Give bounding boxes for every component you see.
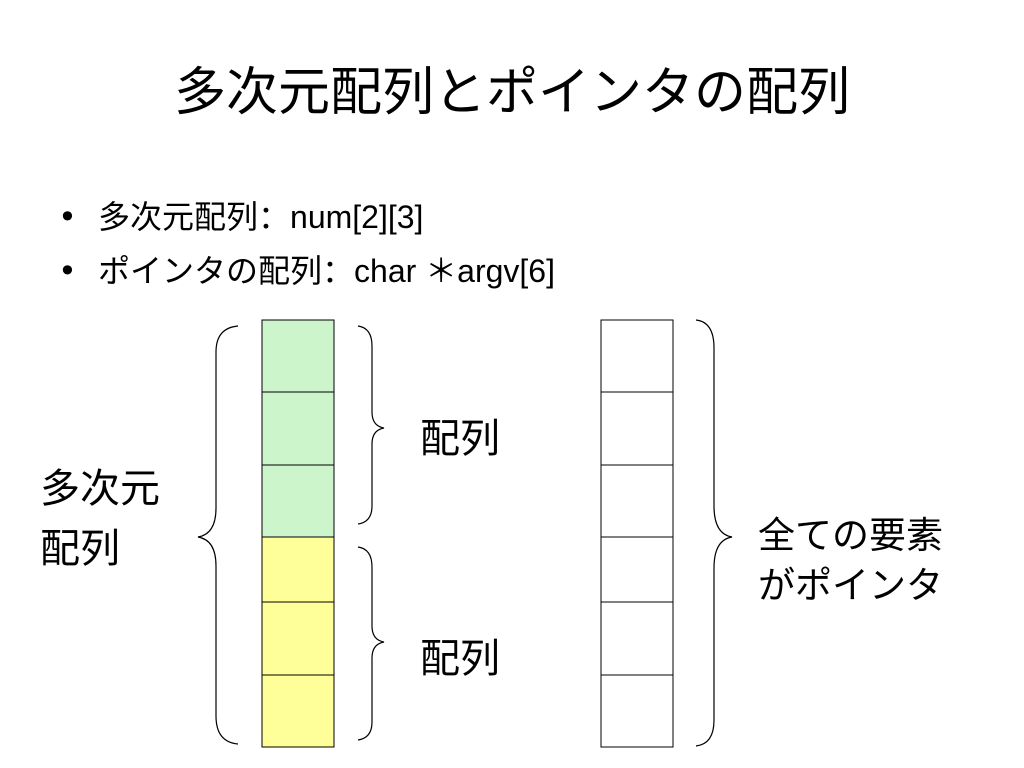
right-label-line2: がポインタ xyxy=(758,564,943,607)
pointer-cell xyxy=(600,601,674,676)
pointer-cell xyxy=(600,674,674,748)
bullet-multidim-array: • 多次元配列：num[2][3] xyxy=(58,190,555,244)
left-label-line1: 多次元 xyxy=(40,466,160,512)
array-cell-green xyxy=(261,319,335,393)
multidim-array-column xyxy=(261,319,335,748)
bullet-pointer-array: • ポインタの配列：char ＊argv[6] xyxy=(58,244,555,298)
right-brace xyxy=(695,319,733,747)
pointer-cell xyxy=(600,464,674,538)
pointer-cell xyxy=(600,391,674,466)
left-label-line2: 配列 xyxy=(40,526,120,572)
array-cell-green xyxy=(261,464,335,538)
bullet-marker: • xyxy=(58,198,77,236)
array-cell-yellow xyxy=(261,674,335,748)
pointer-cell xyxy=(600,536,674,603)
array-cell-green xyxy=(261,391,335,466)
pointer-array-column xyxy=(600,319,674,748)
bullet-label: ポインタの配列： xyxy=(98,252,355,290)
bullet-code: char ＊argv[6] xyxy=(354,253,555,289)
bullet-label: 多次元配列： xyxy=(98,198,291,236)
right-label-line1: 全ての要素 xyxy=(758,514,943,557)
array-cell-yellow xyxy=(261,536,335,603)
lower-group-brace xyxy=(357,546,385,741)
lower-group-label: 配列 xyxy=(420,636,500,682)
slide-title: 多次元配列とポインタの配列 xyxy=(173,63,850,123)
bullet-marker: • xyxy=(58,252,77,290)
array-cell-yellow xyxy=(261,601,335,676)
upper-group-label: 配列 xyxy=(420,416,500,462)
pointer-cell xyxy=(600,319,674,393)
bullet-list: • 多次元配列：num[2][3] • ポインタの配列：char ＊argv[6] xyxy=(58,190,555,298)
left-brace xyxy=(197,325,239,745)
upper-group-brace xyxy=(357,325,385,525)
bullet-code: num[2][3] xyxy=(290,199,424,235)
